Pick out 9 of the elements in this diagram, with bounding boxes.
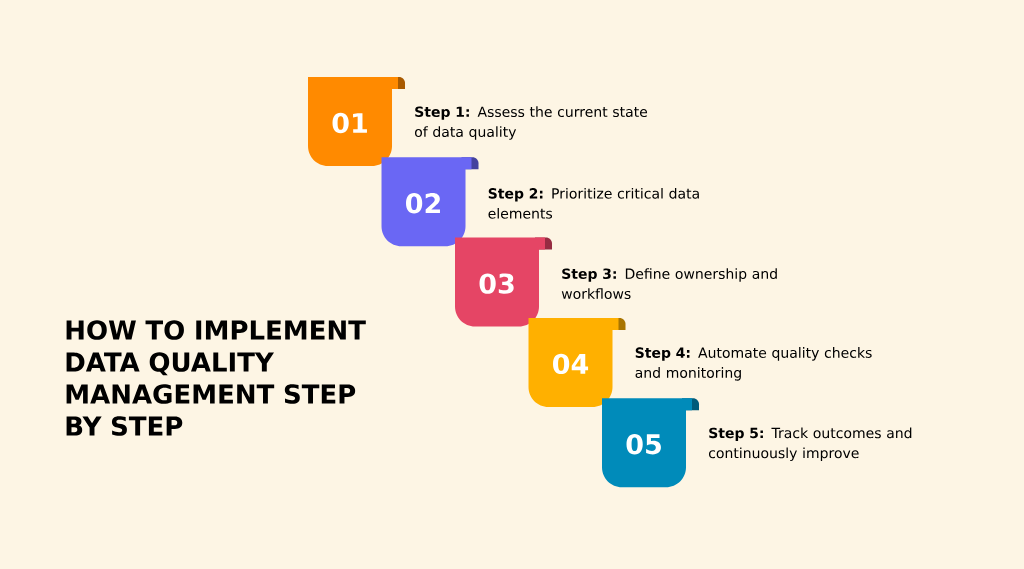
title: HOW TO IMPLEMENT DATA QUALITY MANAGEMENT STEP BY STEP bbox=[66, 320, 366, 436]
step-description: Step 1: Assess the current state of data quality bbox=[415, 106, 648, 140]
step-description: Step 3: Define ownership and workflows bbox=[561, 268, 777, 299]
step-tab: 01 bbox=[308, 77, 405, 166]
step-description: Step 5: Track outcomes and continuously improve bbox=[709, 427, 912, 461]
step-tab: 05 bbox=[602, 398, 699, 488]
step-tab: 02 bbox=[381, 157, 479, 247]
step-description: Step 2: Prioritize critical data elements bbox=[488, 187, 699, 219]
step-description: Step 4: Automate quality checks and monitoring bbox=[635, 347, 872, 381]
